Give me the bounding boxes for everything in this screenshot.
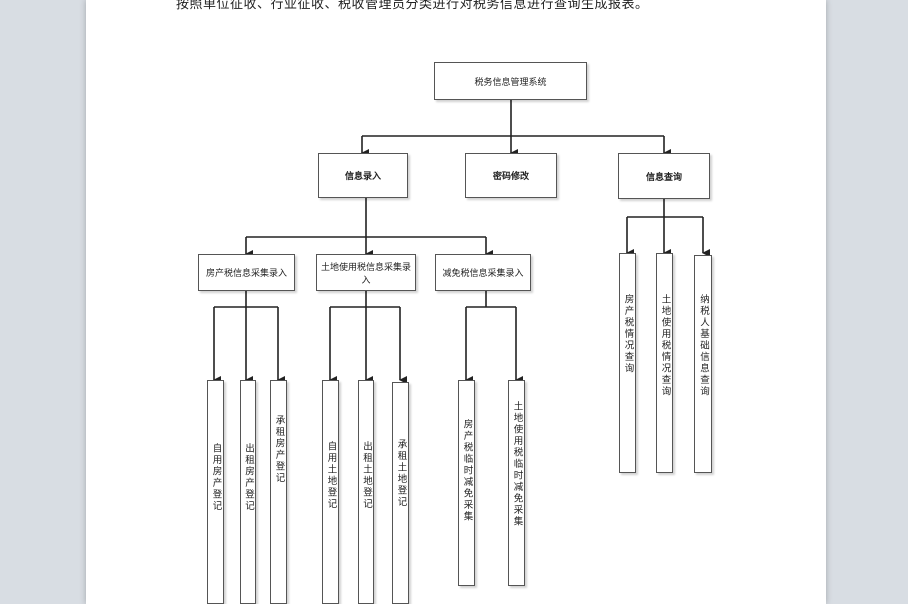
node-house-tax-input: 房产税信息采集录入 [198, 254, 295, 291]
header-text: 按照单位征收、行业征收、税收管理员分类进行对税务信息进行查询生成报表。 [176, 0, 649, 12]
root-node: 税务信息管理系统 [434, 62, 587, 100]
node-password-change: 密码修改 [465, 153, 557, 198]
leaf-house-lease-label: 承租房产登记 [273, 415, 285, 484]
leaf-house-rent-out: 出租房产登记 [240, 380, 256, 604]
leaf-house-rent-out-label: 出租房产登记 [243, 443, 254, 512]
leaf-exempt-house-label: 房产税临时减免采集 [461, 419, 473, 523]
leaf-land-rent-out: 出租土地登记 [358, 380, 374, 604]
leaf-house-self-use: 自用房产登记 [207, 380, 224, 604]
node-exemption-input: 减免税信息采集录入 [435, 254, 531, 291]
leaf-query-house: 房产税情况查询 [619, 253, 636, 473]
node-info-input: 信息录入 [318, 153, 408, 198]
leaf-query-taxpayer-label: 纳税人基础信息查询 [698, 294, 709, 398]
leaf-exempt-land: 土地使用税临时减免采集 [508, 380, 525, 586]
leaf-query-house-label: 房产税情况查询 [622, 294, 634, 375]
root-label: 税务信息管理系统 [474, 77, 547, 88]
node-land-tax-input-label: 土地使用税信息采集录入 [320, 262, 411, 286]
leaf-land-self-use-label: 自用土地登记 [325, 441, 337, 510]
leaf-query-land: 土地使用税情况查询 [656, 253, 673, 473]
node-land-tax-input: 土地使用税信息采集录入 [316, 254, 416, 291]
leaf-land-lease: 承租土地登记 [392, 382, 409, 604]
leaf-land-self-use: 自用土地登记 [322, 380, 339, 604]
leaf-house-lease: 承租房产登记 [270, 380, 287, 604]
node-info-query-label: 信息查询 [645, 172, 682, 183]
node-info-input-label: 信息录入 [344, 172, 381, 182]
leaf-land-lease-label: 承租土地登记 [395, 439, 407, 508]
leaf-land-rent-out-label: 出租土地登记 [361, 441, 372, 510]
node-info-query: 信息查询 [618, 153, 710, 199]
node-password-change-label: 密码修改 [492, 172, 529, 182]
node-exemption-input-label: 减免税信息采集录入 [442, 269, 524, 279]
leaf-query-taxpayer: 纳税人基础信息查询 [694, 255, 712, 473]
leaf-query-land-label: 土地使用税情况查询 [659, 294, 671, 398]
leaf-house-self-use-label: 自用房产登记 [210, 443, 222, 512]
leaf-exempt-land-label: 土地使用税临时减免采集 [511, 401, 523, 528]
leaf-exempt-house: 房产税临时减免采集 [458, 380, 475, 586]
node-house-tax-input-label: 房产税信息采集录入 [205, 269, 287, 279]
